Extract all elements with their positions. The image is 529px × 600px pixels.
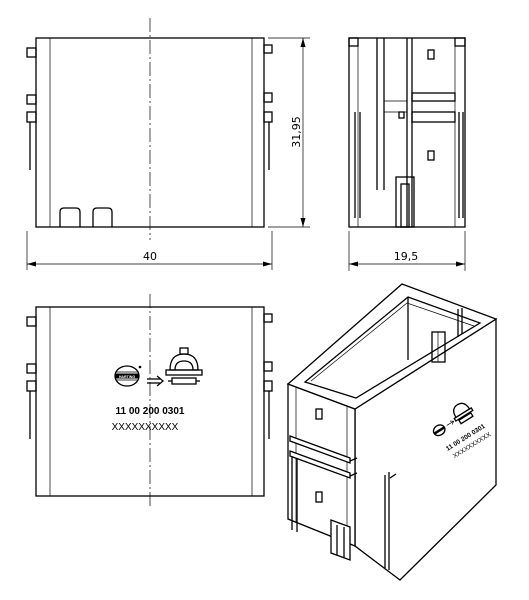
isometric-view: 11 00 200 0301 XXXXXXXXXX bbox=[286, 283, 498, 581]
width-dimension: 40 bbox=[26, 231, 273, 270]
depth-dimension: 19,5 bbox=[348, 231, 466, 271]
brand-logo-text: HARTING bbox=[119, 375, 136, 379]
article-number-text: 11 00 200 0301 bbox=[116, 406, 185, 417]
side-view bbox=[348, 37, 466, 228]
front-view-marked: HARTING 11 00 200 0301 XXXXXXXXXX bbox=[26, 294, 273, 508]
insertion-arrow-icon bbox=[147, 375, 165, 387]
height-dimension-label: 31,95 bbox=[290, 116, 303, 148]
height-dimension: 31,95 bbox=[268, 37, 310, 228]
depth-dimension-label: 19,5 bbox=[394, 250, 419, 263]
marking-code-text: XXXXXXXXXX bbox=[112, 422, 179, 433]
width-dimension-label: 40 bbox=[143, 250, 157, 263]
brand-logo: HARTING bbox=[114, 365, 142, 387]
contact-symbol-icon bbox=[165, 347, 203, 385]
front-view bbox=[26, 18, 273, 240]
